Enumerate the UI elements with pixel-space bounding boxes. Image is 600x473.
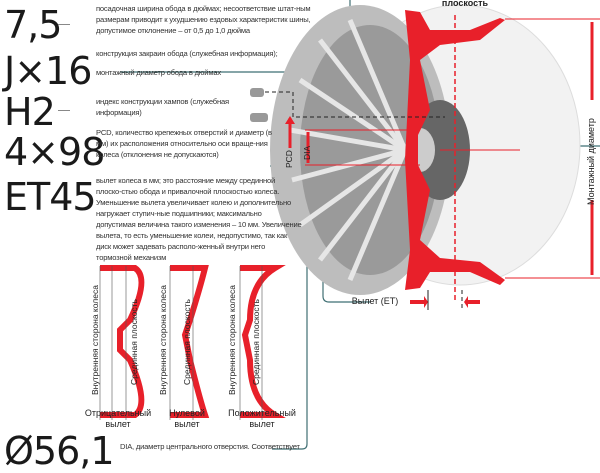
spec-code-diameter: ×16: [14, 49, 92, 93]
spec-code-rim: J×16: [4, 49, 92, 93]
offset-label: Вылет (ET): [351, 296, 399, 306]
spec-desc-dia: DIA, диаметр центрального отверстия. Соо…: [120, 442, 300, 451]
inner-side-label: Внутренняя сторона колеса: [90, 285, 100, 395]
wheel-diagram: [99, 0, 600, 450]
bolt-icons: [250, 88, 268, 122]
offset-planes: [99, 266, 263, 420]
spec-code-hump: H2: [4, 90, 56, 134]
dia-label: DIA: [302, 145, 312, 160]
spec-desc-et: вылет колеса в мм; это расстояние между …: [96, 176, 302, 262]
mid-plane-label: Срединная плоскость: [182, 299, 192, 385]
spec-code-flange: J: [4, 49, 15, 93]
spec-code-pcd: 4×98: [4, 130, 105, 174]
spec-desc-flange: конструкция закраин обода (служебная инф…: [96, 49, 278, 58]
mount-diameter-label: Монтажный диаметр: [586, 118, 596, 205]
spec-desc-diameter: монтажный диаметр обода в дюймах: [96, 68, 221, 77]
inner-side-label: Внутренняя сторона колеса: [158, 285, 168, 395]
mid-plane-label: плоскость: [441, 0, 489, 8]
offset-profiles: [100, 265, 286, 418]
inner-side-label: Внутренняя сторона колеса: [227, 285, 237, 395]
spec-code-et: ET45: [4, 175, 97, 219]
spec-desc-pcd: PCD, количество крепежных отверстий и ди…: [96, 128, 272, 159]
pcd-label: PCD: [284, 150, 294, 168]
spec-code-dia: Ø56,1: [4, 429, 115, 473]
rim-section: [405, 10, 505, 290]
spec-desc-width: посадочная ширина обода в дюймах; несоот…: [96, 4, 311, 35]
mid-plane-label: Срединная плоскость: [129, 299, 139, 385]
mid-plane-label: Срединная плоскость: [251, 299, 261, 385]
spec-desc-hump: индекс конструкции хампов (служебная инф…: [96, 97, 229, 117]
spec-code-width: 7,5: [4, 3, 62, 47]
